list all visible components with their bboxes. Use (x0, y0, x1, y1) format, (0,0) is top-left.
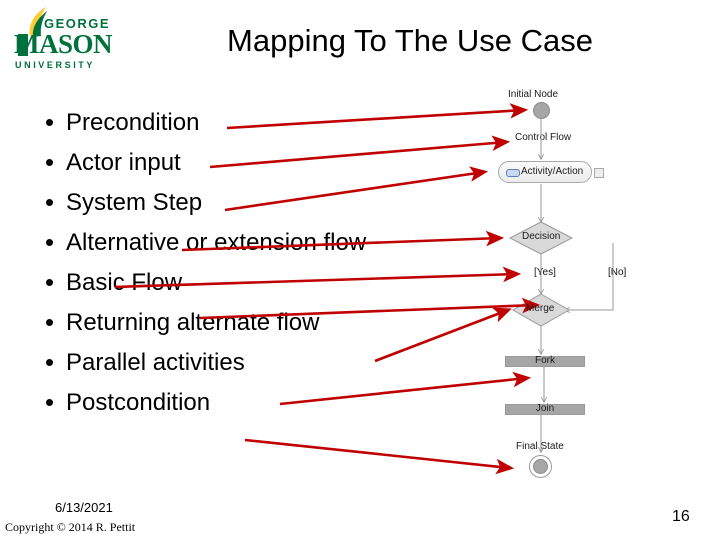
bullet-dot-icon (46, 359, 53, 366)
bullet-label: Returning alternate flow (66, 309, 320, 336)
list-item: System Step (40, 186, 390, 220)
bullet-dot-icon (46, 239, 53, 246)
svg-text:UNIVERSITY: UNIVERSITY (15, 60, 95, 70)
list-item: Actor input (40, 146, 390, 180)
initial-node-shape (533, 102, 550, 119)
guard-label-yes: [Yes] (534, 267, 556, 278)
final-state-shape (533, 459, 548, 474)
svg-text:GEORGE: GEORGE (44, 16, 110, 31)
join-label: Join (535, 403, 555, 414)
join-bar-node: Join (505, 403, 585, 415)
guard-label-no: [No] (608, 267, 627, 278)
diagram-label-initial-node: Initial Node (508, 89, 559, 100)
list-item: Parallel activities (40, 346, 390, 380)
bullet-label: System Step (66, 189, 203, 216)
activity-state-icon (506, 169, 520, 177)
bullet-label: Parallel activities (66, 349, 245, 376)
diagram-label-control-flow: Control Flow (515, 132, 572, 143)
bullet-label: Postcondition (66, 389, 211, 416)
bullet-label: Actor input (66, 149, 181, 176)
footer-date: 6/13/2021 (55, 500, 113, 515)
activity-action-node: Activity/Action (498, 161, 592, 183)
final-state-ring (529, 455, 552, 478)
list-item: Returning alternate flow (40, 306, 390, 340)
arrow-postcondition-to-final-state (244, 438, 515, 475)
bullet-dot-icon (46, 159, 53, 166)
slide-number: 16 (672, 508, 690, 525)
page-title: Mapping To The Use Case (227, 23, 593, 58)
fork-bar-node: Fork (505, 355, 585, 367)
diagram-label-merge: Merge (526, 303, 555, 314)
list-item: Basic Flow (40, 266, 390, 300)
logo-svg: GEORGE MASON UNIVERSITY (14, 7, 114, 70)
bullet-dot-icon (46, 399, 53, 406)
arrow-returning-alt-flow-to-merge (374, 307, 512, 363)
bullet-label: Basic Flow (66, 269, 183, 296)
list-item: Postcondition (40, 386, 390, 420)
diagram-label-final-state: Final State (516, 441, 564, 452)
fork-label: Fork (535, 355, 555, 366)
bullet-dot-icon (46, 319, 53, 326)
bullet-dot-icon (46, 119, 53, 126)
footer-copyright: Copyright © 2014 R. Pettit (5, 520, 136, 534)
george-mason-university-logo: GEORGE MASON UNIVERSITY (6, 4, 126, 74)
list-item: Precondition (40, 106, 390, 140)
bullet-dot-icon (46, 279, 53, 286)
activity-action-label: Activity/Action (521, 166, 584, 177)
list-item: Alternative or extension flow (40, 226, 390, 260)
diagram-label-decision: Decision (522, 231, 561, 242)
bullet-list: Precondition Actor input System Step Alt… (40, 106, 390, 426)
bullet-label: Precondition (66, 109, 200, 136)
bullet-dot-icon (46, 199, 53, 206)
activity-pin-icon (594, 168, 604, 178)
bullet-label: Alternative or extension flow (66, 229, 367, 256)
svg-text:MASON: MASON (14, 29, 113, 59)
